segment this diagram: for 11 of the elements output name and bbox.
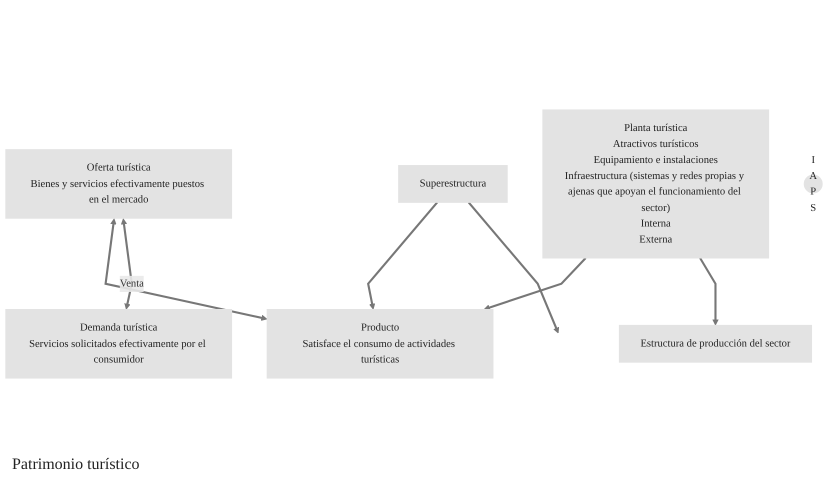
text-box: Oferta turística Bienes y servicios efectivamente puestos en el mercado <box>5 149 232 219</box>
node-label: I <box>811 154 815 166</box>
text-box: Demanda turística Servicios solicitados efectivamente por el consumidor <box>5 309 232 379</box>
circle-node: I A P S <box>804 154 823 214</box>
node-label: S <box>810 202 816 214</box>
text-box: Planta turística Atractivos turísticos Equipamiento e instalaciones Infraestructura (sistemas y redes propias y ajenas que apoyan el funcionamiento del sector) Interna Externa <box>542 109 770 258</box>
text-box: Estructura de producción del sector <box>618 324 812 363</box>
note-text: Patrimonio turístico <box>12 456 140 473</box>
text-box: Superestructura <box>398 165 508 203</box>
text-box: Producto Satisface el consumo de actividades turísticas <box>266 309 494 379</box>
edge-label: Venta <box>120 276 144 292</box>
